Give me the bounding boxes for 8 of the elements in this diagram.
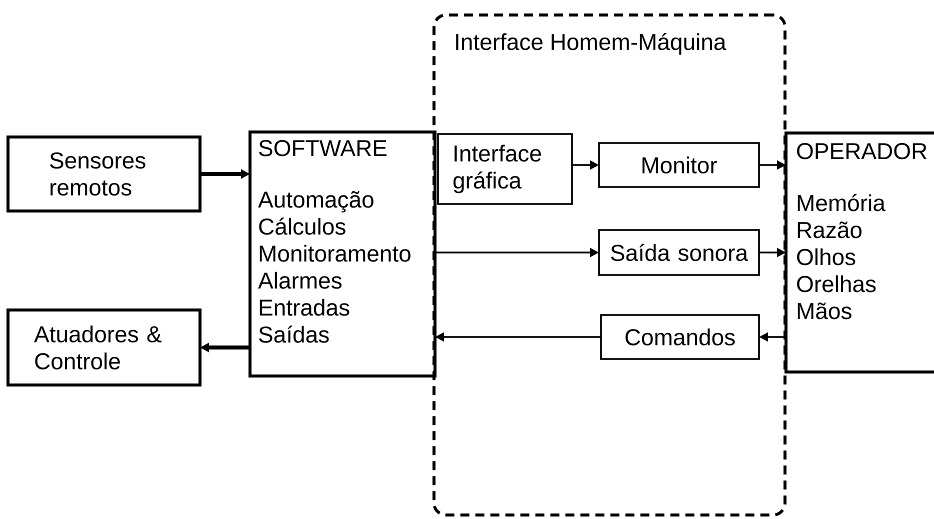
process-box: Monitor [598, 142, 760, 188]
operator-box: OPERADOR Memória Razão Olhos Orelhas Mãos [784, 132, 934, 374]
process-box: Interface gráfica [437, 133, 573, 205]
process-box: Comandos [600, 314, 760, 360]
software-box: SOFTWARE Automação Cálculos Monitoramento Alarmes Entradas Saídas [248, 130, 436, 378]
process-box: Saída sonora [598, 229, 760, 276]
actuator-box: Atuadores & Controle [6, 308, 202, 386]
sensor-box: Sensores remotos [6, 136, 202, 212]
